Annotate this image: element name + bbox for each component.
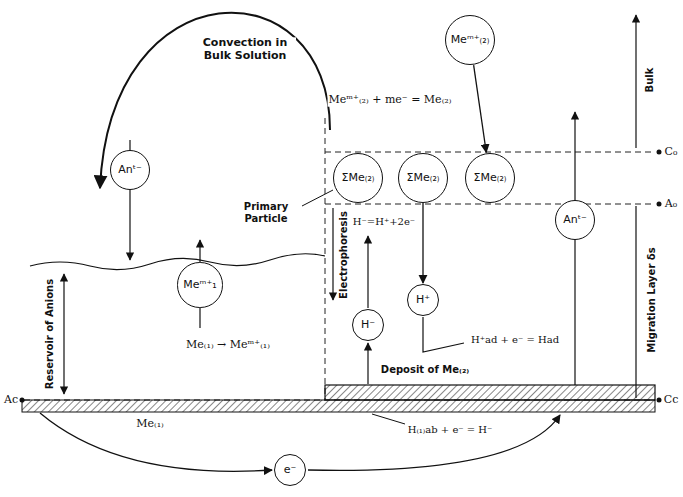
boundary-dashed-lines [24, 118, 655, 400]
node-text: H⁻ [361, 319, 375, 331]
anion-arrow [574, 112, 575, 385]
reaction-equation: H⁺ad + e⁻ = Had [470, 334, 560, 346]
ion-circle: Meᵐ⁺₍₂₎ [445, 15, 496, 66]
bulk-arrow [635, 15, 636, 148]
anion-circle: Anᵗ⁻ [555, 200, 595, 240]
electrophoresis-arrow [332, 208, 333, 300]
reaction-equation: H₍₁₎ab + e⁻ = H⁻ [407, 424, 494, 436]
part-label: Deposit of Me₍₂₎ [380, 364, 470, 376]
part-label: Primary Particle [230, 201, 302, 224]
node-text: H⁺ [416, 294, 430, 306]
hydride-line [367, 343, 368, 384]
electron-circle: e⁻ [274, 454, 306, 486]
node-text: e⁻ [284, 464, 297, 476]
boundary-label: C₀ [664, 146, 679, 159]
node-text-group: Meᵐ⁺₍₂₎ [451, 34, 490, 46]
particle-circle: ΣMe₍₂₎ [398, 153, 448, 203]
process-label: Electrophoresis [338, 210, 350, 300]
connector-arrow [422, 203, 423, 283]
node-text: Meᵐ⁺₍₂₎ [451, 34, 490, 46]
migration-layer-line [635, 206, 636, 398]
node-text-group: Meᵐ⁺₁ [183, 279, 216, 291]
reservoir-line [63, 274, 64, 394]
node-text: Anᵗ⁻ [563, 214, 587, 226]
electron-path [308, 415, 560, 470]
ion-circle: H⁻ [352, 309, 384, 341]
hydride-arrow [367, 236, 368, 308]
node-text: Meᵐ⁺₁ [183, 279, 216, 291]
part-label: Me₍₁₎ [135, 418, 165, 431]
leader-line [372, 414, 405, 424]
region-label: Bulk [644, 67, 656, 94]
ion-circle: H⁺ [407, 284, 439, 316]
deposit-layer [325, 385, 655, 400]
reaction-equation: H⁻=H⁺+2e⁻ [352, 216, 416, 228]
node-text: ΣMe₍₂₎ [406, 172, 439, 184]
node-text-group: Anᵗ⁻ [563, 214, 587, 226]
boundary-dot [657, 202, 662, 207]
particle-circle: ΣMe₍₂₎ [465, 153, 515, 203]
reservoir-surface [30, 254, 325, 270]
node-text: ΣMe₍₂₎ [473, 172, 506, 184]
node-text-group: ΣMe₍₂₎ [406, 172, 439, 184]
region-label: Convection in Bulk Solution [194, 37, 296, 62]
node-text: ΣMe₍₂₎ [341, 172, 374, 184]
reaction-equation: Meᵐ⁺₍₂₎ + me⁻ = Me₍₂₎ [328, 94, 453, 107]
ion-circle: Meᵐ⁺₁ [177, 262, 222, 307]
boundary-label: Ac [3, 394, 19, 407]
particle-circle: ΣMe₍₂₎ [333, 153, 383, 203]
node-text-group: H⁺ [416, 294, 430, 306]
node-text-group: H⁻ [361, 319, 375, 331]
region-label: Migration Layer δs [646, 246, 658, 353]
node-text-group: ΣMe₍₂₎ [341, 172, 374, 184]
leader-line [302, 190, 333, 206]
boundary-label: Cc [663, 394, 680, 407]
region-label: Reservoir of Anions [44, 278, 56, 390]
proton-line [423, 317, 464, 352]
boundary-dot [657, 150, 662, 155]
electron-path [40, 413, 272, 471]
boundary-label: A₀ [664, 198, 678, 211]
anion-circle: Anᵗ⁻ [110, 150, 150, 190]
node-text: Anᵗ⁻ [118, 164, 142, 176]
reaction-equation: Me₍₁₎ → Meᵐ⁺₍₁₎ [185, 339, 271, 352]
boundary-dot [657, 398, 662, 403]
cathode-metal [22, 400, 655, 412]
node-text-group: Anᵗ⁻ [118, 164, 142, 176]
node-text-group: e⁻ [284, 464, 297, 476]
node-text-group: ΣMe₍₂₎ [473, 172, 506, 184]
connector-arrow [474, 65, 487, 152]
